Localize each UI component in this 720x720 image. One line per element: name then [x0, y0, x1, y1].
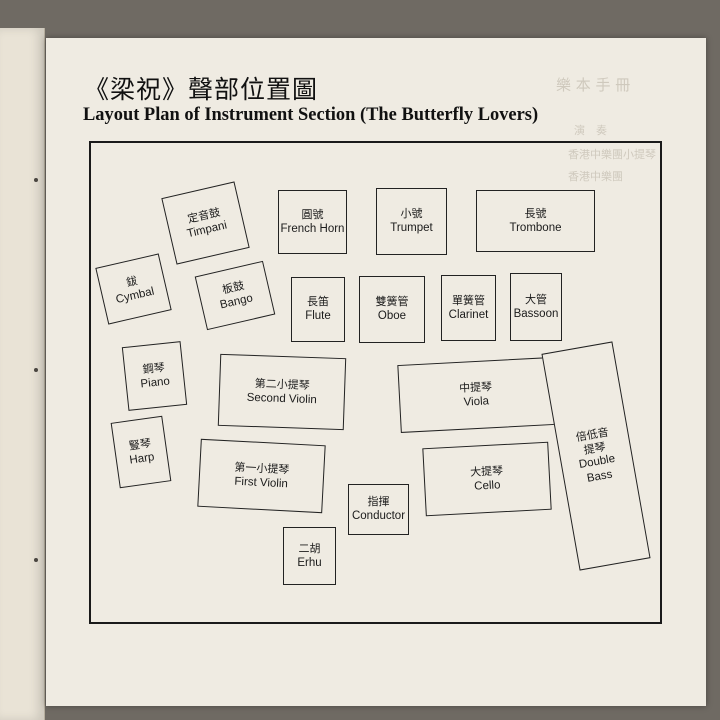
trumpet-block: 小號 Trumpet: [376, 188, 447, 255]
conductor-label-en: Conductor: [351, 510, 406, 523]
cymbal-label-en: Cymbal: [114, 285, 156, 306]
piano-block: 鋼琴 Piano: [121, 341, 188, 411]
oboe-label-zh: 雙簧管: [375, 295, 409, 309]
clarinet-label-en: Clarinet: [448, 308, 489, 321]
viola-label-en: Viola: [463, 395, 490, 409]
erhu-label-zh: 二胡: [298, 541, 321, 555]
viola-block: 中提琴 Viola: [397, 357, 555, 433]
binding-hole: [34, 558, 38, 562]
first-violin-label-en: First Violin: [234, 475, 289, 491]
first-violin-block: 第一小提琴 First Violin: [197, 438, 326, 514]
left-page-edge: [0, 28, 45, 720]
bleed-through-text: 香港中樂團: [568, 170, 623, 183]
flute-label-zh: 長笛: [307, 295, 329, 309]
oboe-block: 雙簧管 Oboe: [359, 276, 425, 343]
trombone-label-zh: 長號: [524, 206, 547, 220]
double-bass-label-en-line2: Bass: [585, 468, 614, 485]
conductor-label-zh: 指揮: [367, 495, 390, 509]
french-horn-label-en: French Horn: [280, 222, 345, 235]
second-violin-label-en: Second Violin: [246, 391, 318, 406]
harp-label-en: Harp: [128, 450, 156, 467]
harp-block: 豎琴 Harp: [110, 415, 172, 489]
flute-block: 長笛 Flute: [291, 277, 345, 342]
clarinet-block: 單簧管 Clarinet: [441, 275, 496, 341]
erhu-block: 二胡 Erhu: [283, 527, 336, 585]
trumpet-label-zh: 小號: [400, 207, 423, 221]
bassoon-label-zh: 大管: [525, 292, 547, 306]
binding-hole: [34, 178, 38, 182]
bleed-through-text: 香港中樂團小提琴: [568, 148, 656, 161]
title-english: Layout Plan of Instrument Section (The B…: [83, 104, 539, 125]
bassoon-block: 大管 Bassoon: [510, 273, 562, 341]
piano-label-en: Piano: [139, 375, 171, 391]
bleed-through-text: 演 奏: [574, 124, 607, 137]
binding-hole: [34, 368, 38, 372]
title-chinese: 《梁祝》聲部位置圖: [84, 75, 319, 104]
erhu-label-en: Erhu: [297, 556, 322, 569]
french-horn-block: 圓號 French Horn: [278, 190, 347, 254]
stage-layout-frame: [89, 141, 662, 624]
conductor-block: 指揮 Conductor: [348, 484, 409, 535]
trombone-block: 長號 Trombone: [476, 190, 595, 252]
trombone-label-en: Trombone: [509, 221, 562, 234]
clarinet-label-zh: 單簧管: [452, 293, 485, 307]
cello-label-en: Cello: [473, 479, 501, 493]
bassoon-label-en: Bassoon: [513, 307, 559, 320]
second-violin-block: 第二小提琴 Second Violin: [217, 353, 347, 431]
trumpet-label-en: Trumpet: [390, 222, 433, 235]
french-horn-label-zh: 圓號: [301, 207, 324, 221]
flute-label-en: Flute: [305, 310, 331, 323]
cello-block: 大提琴 Cello: [422, 441, 552, 517]
oboe-label-en: Oboe: [377, 310, 407, 323]
bleed-through-text: 樂 本 手 冊: [556, 76, 631, 94]
